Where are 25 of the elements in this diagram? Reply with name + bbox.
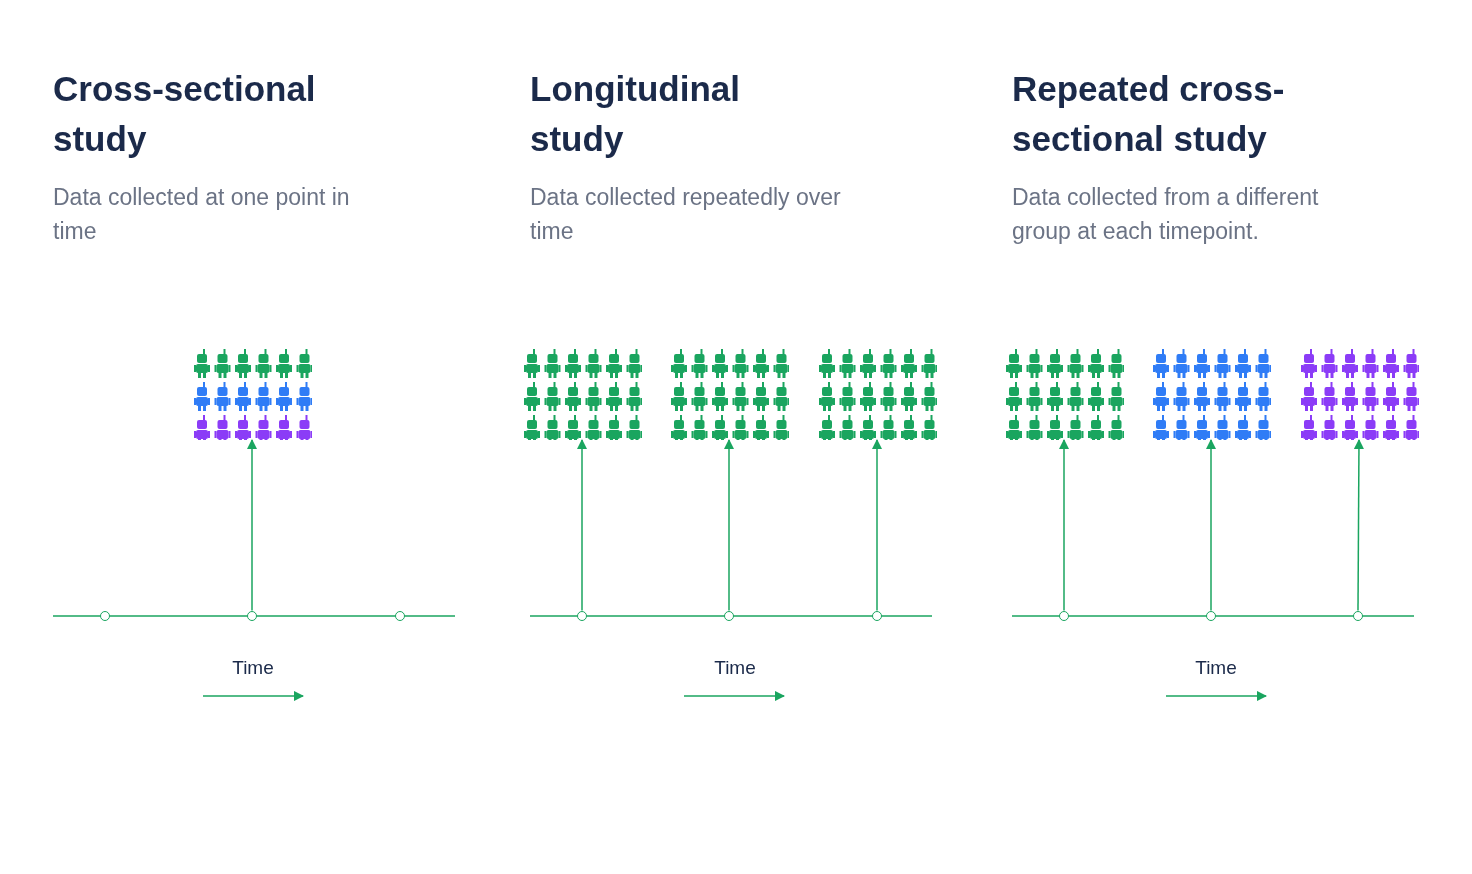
panel-title: Cross-sectional study	[53, 68, 317, 160]
timeline-point	[576, 610, 587, 621]
timeline-point	[1058, 610, 1069, 621]
arrow	[871, 438, 883, 612]
arrow	[1205, 438, 1217, 612]
timeline-point	[1205, 610, 1216, 621]
timeline-point	[723, 610, 734, 621]
arrow	[723, 438, 735, 612]
axis-label: Time	[714, 657, 756, 679]
timeline-point	[871, 610, 882, 621]
panel-title: Longitudinal study	[530, 68, 741, 160]
timeline-point	[246, 610, 257, 621]
arrow	[246, 438, 258, 612]
panel-description: Data collected repeatedly over time	[530, 183, 842, 246]
timeline-point	[394, 610, 405, 621]
timeline-point	[1352, 610, 1363, 621]
arrow	[576, 438, 588, 612]
timeline-point	[99, 610, 110, 621]
arrow	[1353, 438, 1365, 612]
panel-description: Data collected at one point in time	[53, 183, 351, 246]
axis-label: Time	[1195, 657, 1237, 679]
axis-label: Time	[232, 657, 274, 679]
panel-title: Repeated cross-sectional study	[1012, 68, 1286, 160]
panel-description: Data collected from a different group at each timepoint.	[1012, 183, 1320, 246]
arrow	[1058, 438, 1070, 612]
